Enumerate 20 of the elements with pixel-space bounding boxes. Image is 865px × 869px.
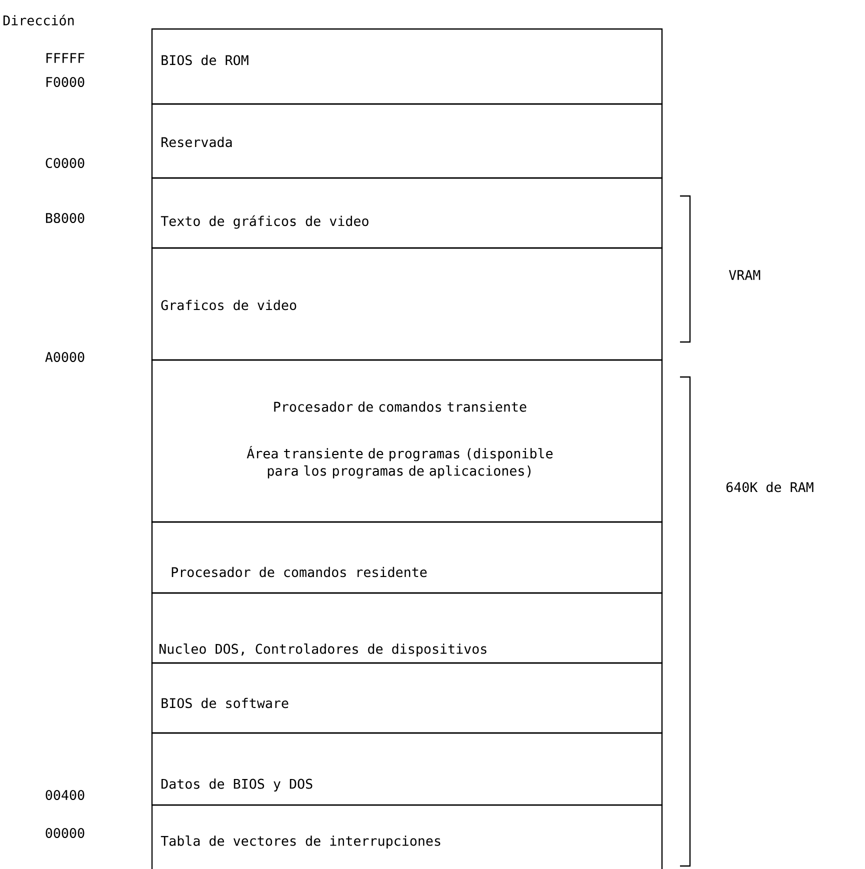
address-label: A0000 — [45, 352, 84, 362]
memory-segment: BIOS de software — [151, 662, 663, 734]
memory-segment: Texto de gráficos de video — [151, 177, 663, 249]
address-label: FFFFF — [46, 53, 84, 63]
memory-segment: Procesador de comandos residente — [151, 521, 663, 594]
memory-segment: Nucleo DOS, Controladores de dispositivos — [151, 592, 663, 664]
address-label: B8000 — [46, 212, 84, 224]
region-label: 640K de RAM — [726, 482, 814, 492]
column-heading: Dirección — [4, 14, 74, 26]
memory-segment: Reservada — [151, 103, 663, 179]
address-label: C0000 — [46, 158, 84, 168]
address-label: 00000 — [46, 828, 84, 838]
memory-segment: Datos de BIOS y DOS — [151, 732, 663, 806]
region-label: VRAM — [728, 270, 760, 280]
memory-segment: BIOS de ROM — [151, 28, 663, 105]
memory-segment: Graficos de video — [151, 247, 663, 361]
memory-segment: Procesador de comandos transiente Área transiente de programas (disponible para los programas de aplicaciones) — [151, 359, 663, 523]
address-label: F0000 — [46, 76, 84, 88]
memory-segment: Tabla de vectores de interrupciones — [151, 804, 663, 869]
address-label: 00400 — [46, 790, 84, 800]
